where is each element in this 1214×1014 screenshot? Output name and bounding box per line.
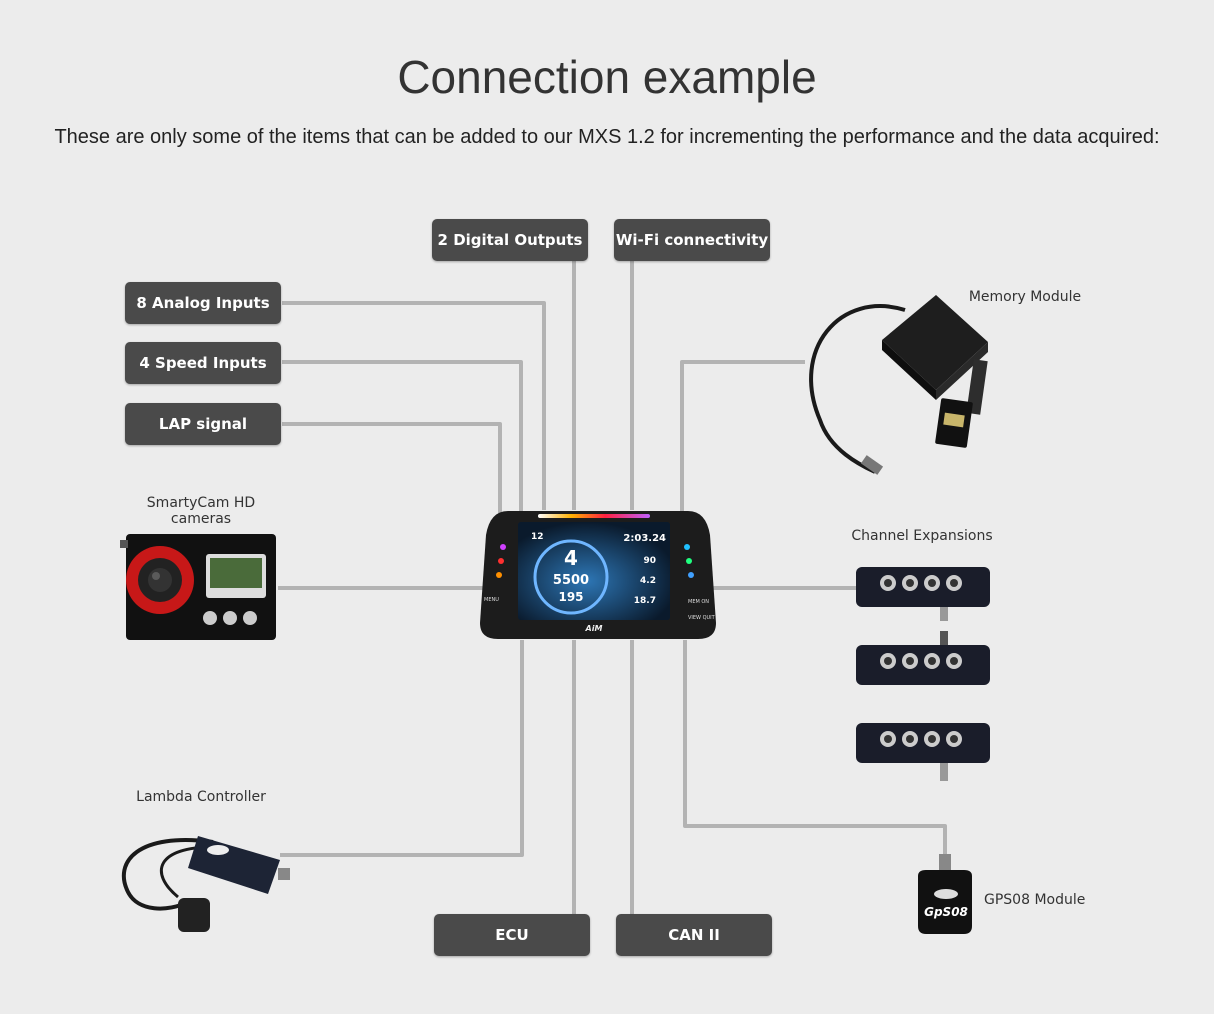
smartycam-label: SmartyCam HD cameras: [146, 495, 256, 527]
can-box: CAN II: [616, 914, 772, 956]
expansion-unit-3: [856, 723, 990, 781]
lambda-controller-device: [121, 836, 290, 932]
memory-module-device: [809, 295, 988, 475]
dash-brand-logo: AiM: [585, 624, 603, 633]
dash-speed: 195: [558, 590, 583, 604]
expansion-unit-1: [856, 567, 990, 621]
wifi-box: Wi-Fi connectivity: [614, 219, 770, 261]
line-lap: [282, 422, 502, 520]
page-subtitle: These are only some of the items that ca…: [54, 126, 1160, 148]
dash-rpm: 5500: [553, 573, 589, 588]
line-gps: [683, 640, 947, 862]
dash-volt: 18.7: [634, 596, 656, 606]
lap-signal-box: LAP signal: [125, 403, 281, 445]
dash-laptime: 2:03.24: [623, 533, 666, 544]
gps08-label: GPS08 Module: [984, 892, 1086, 908]
analog-inputs-box: 8 Analog Inputs: [125, 282, 281, 324]
dash-view-label: VIEW QUIT: [688, 615, 716, 621]
gps08-device: GpS08: [918, 854, 972, 934]
memory-module-label: Memory Module: [968, 289, 1082, 305]
dash-oil: 4.2: [640, 576, 656, 586]
digital-outputs-box: 2 Digital Outputs: [432, 219, 588, 261]
smartycam-device: [120, 534, 276, 640]
dash-menu-label: MENU: [484, 597, 499, 603]
dash-display: 4 5500 195 12 2:03.24 90 4.2 18.7 MENU M…: [480, 511, 716, 639]
dash-lap: 12: [531, 532, 544, 542]
lambda-controller-label: Lambda Controller: [136, 789, 266, 805]
svg-text:GpS08: GpS08: [924, 905, 968, 919]
expansion-unit-2: [856, 631, 990, 685]
line-lambda: [280, 640, 524, 857]
dash-mem-label: MEM ON: [688, 599, 709, 605]
shift-lights: [538, 514, 650, 518]
page-title: Connection example: [397, 51, 817, 103]
line-analog: [282, 301, 546, 510]
ecu-box: ECU: [434, 914, 590, 956]
dash-water: 90: [643, 556, 656, 566]
line-speed: [282, 360, 523, 515]
line-memory: [680, 360, 805, 515]
channel-expansions-device: [856, 567, 990, 781]
speed-inputs-box: 4 Speed Inputs: [125, 342, 281, 384]
dash-gear: 4: [564, 546, 578, 570]
channel-expansions-label: Channel Expansions: [851, 528, 993, 544]
